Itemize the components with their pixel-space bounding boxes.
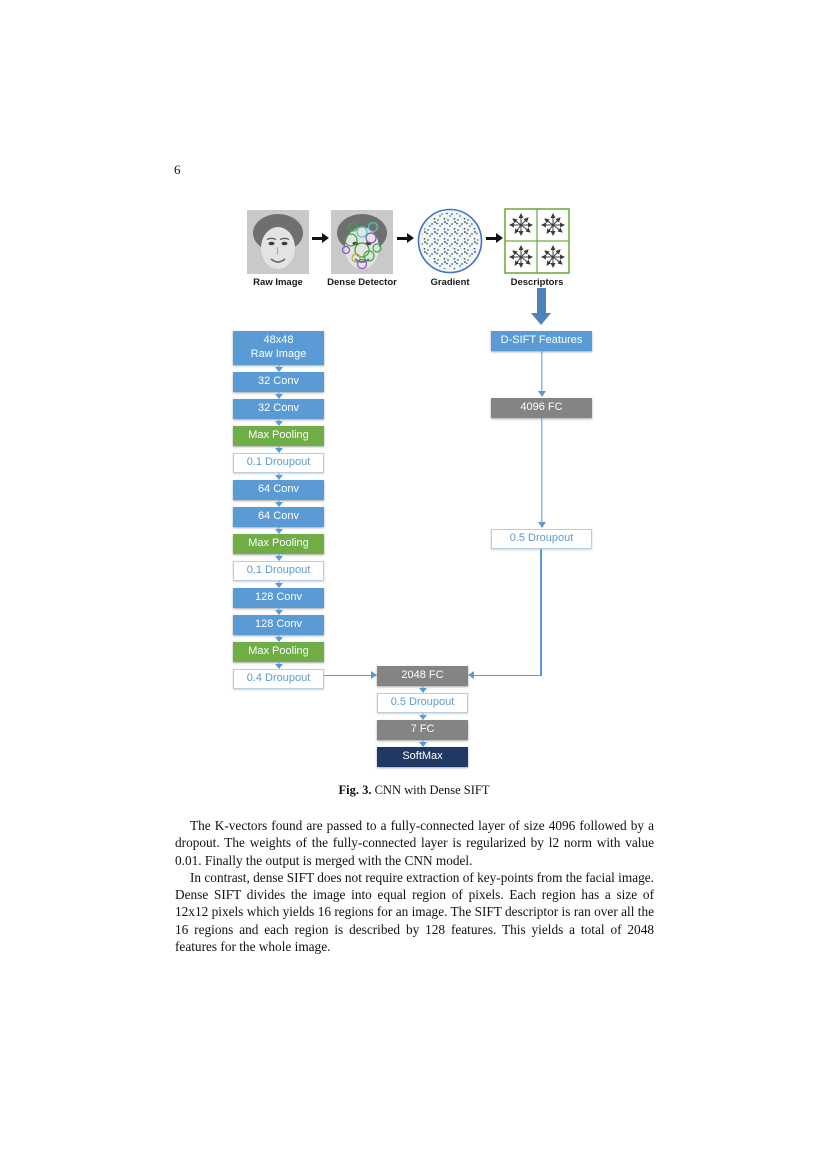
down-arrow-icon xyxy=(233,419,324,426)
pipeline-label-raw-image: Raw Image xyxy=(253,277,303,288)
paragraph: In contrast, dense SIFT does not require… xyxy=(175,869,654,954)
down-arrow-icon xyxy=(233,473,324,480)
layer-box-7-fc: 7 FC xyxy=(377,720,468,740)
down-arrow-icon xyxy=(377,686,468,693)
right-arrow-icon xyxy=(371,671,377,680)
layer-box-conv: 64 Conv xyxy=(233,480,324,500)
layer-box-dsift-features: D-SIFT Features xyxy=(491,331,592,351)
layer-box-max-pooling: Max Pooling xyxy=(233,534,324,554)
pipeline-label-gradient: Gradient xyxy=(430,277,470,288)
down-arrow-icon xyxy=(233,446,324,453)
down-block-arrow-icon xyxy=(531,288,551,325)
layer-box-dropout: 0.1 Droupout xyxy=(233,453,324,473)
figure-caption: Fig. 3. CNN with Dense SIFT xyxy=(175,783,653,798)
layer-box-dropout: 0.4 Droupout xyxy=(233,669,324,689)
connector-line xyxy=(474,675,541,677)
layer-box-conv: 128 Conv xyxy=(233,615,324,635)
layer-box-conv: 32 Conv xyxy=(233,399,324,419)
layer-box-4096-fc: 4096 FC xyxy=(491,398,592,418)
right-arrow-icon xyxy=(486,233,504,244)
layer-box-raw-image: 48x48 Raw Image xyxy=(233,331,324,365)
pipeline-label-dense-detector: Dense Detector xyxy=(327,277,397,288)
down-arrow-icon xyxy=(536,351,547,397)
left-arrow-icon xyxy=(468,671,474,680)
down-arrow-icon xyxy=(233,635,324,642)
down-arrow-icon xyxy=(377,713,468,720)
layer-box-dropout: 0.5 Droupout xyxy=(377,693,468,713)
descriptors-image xyxy=(504,208,570,274)
down-arrow-icon xyxy=(233,581,324,588)
down-arrow-icon xyxy=(536,418,547,528)
raw-face-image xyxy=(247,210,309,274)
dense-detector-image xyxy=(331,210,393,274)
down-arrow-icon xyxy=(233,554,324,561)
paragraph: The K-vectors found are passed to a full… xyxy=(175,818,654,868)
layer-box-max-pooling: Max Pooling xyxy=(233,642,324,662)
caption-text: CNN with Dense SIFT xyxy=(374,783,490,797)
layer-box-max-pooling: Max Pooling xyxy=(233,426,324,446)
body-text: The K-vectors found are passed to a full… xyxy=(175,817,654,955)
down-arrow-icon xyxy=(233,608,324,615)
cnn-branch-column: 48x48 Raw Image 32 Conv 32 Conv Max Pool… xyxy=(233,331,324,689)
caption-label: Fig. 3. xyxy=(338,783,372,797)
connector-line xyxy=(540,549,542,676)
right-arrow-icon xyxy=(397,233,415,244)
gradient-image xyxy=(416,207,484,275)
layer-box-conv: 128 Conv xyxy=(233,588,324,608)
page-number: 6 xyxy=(174,162,181,177)
layer-box-2048-fc: 2048 FC xyxy=(377,666,468,686)
layer-box-softmax: SoftMax xyxy=(377,747,468,767)
down-arrow-icon xyxy=(233,392,324,399)
down-arrow-icon xyxy=(233,365,324,372)
layer-box-dropout: 0.1 Droupout xyxy=(233,561,324,581)
layer-box-conv: 64 Conv xyxy=(233,507,324,527)
layer-box-conv: 32 Conv xyxy=(233,372,324,392)
down-arrow-icon xyxy=(233,500,324,507)
connector-line xyxy=(324,675,371,677)
down-arrow-icon xyxy=(233,527,324,534)
down-arrow-icon xyxy=(377,740,468,747)
pipeline-label-descriptors: Descriptors xyxy=(510,277,564,288)
merged-branch-column: 2048 FC 0.5 Droupout 7 FC SoftMax xyxy=(377,666,468,767)
right-arrow-icon xyxy=(312,233,330,244)
down-arrow-icon xyxy=(233,662,324,669)
layer-box-dropout: 0.5 Droupout xyxy=(491,529,592,549)
